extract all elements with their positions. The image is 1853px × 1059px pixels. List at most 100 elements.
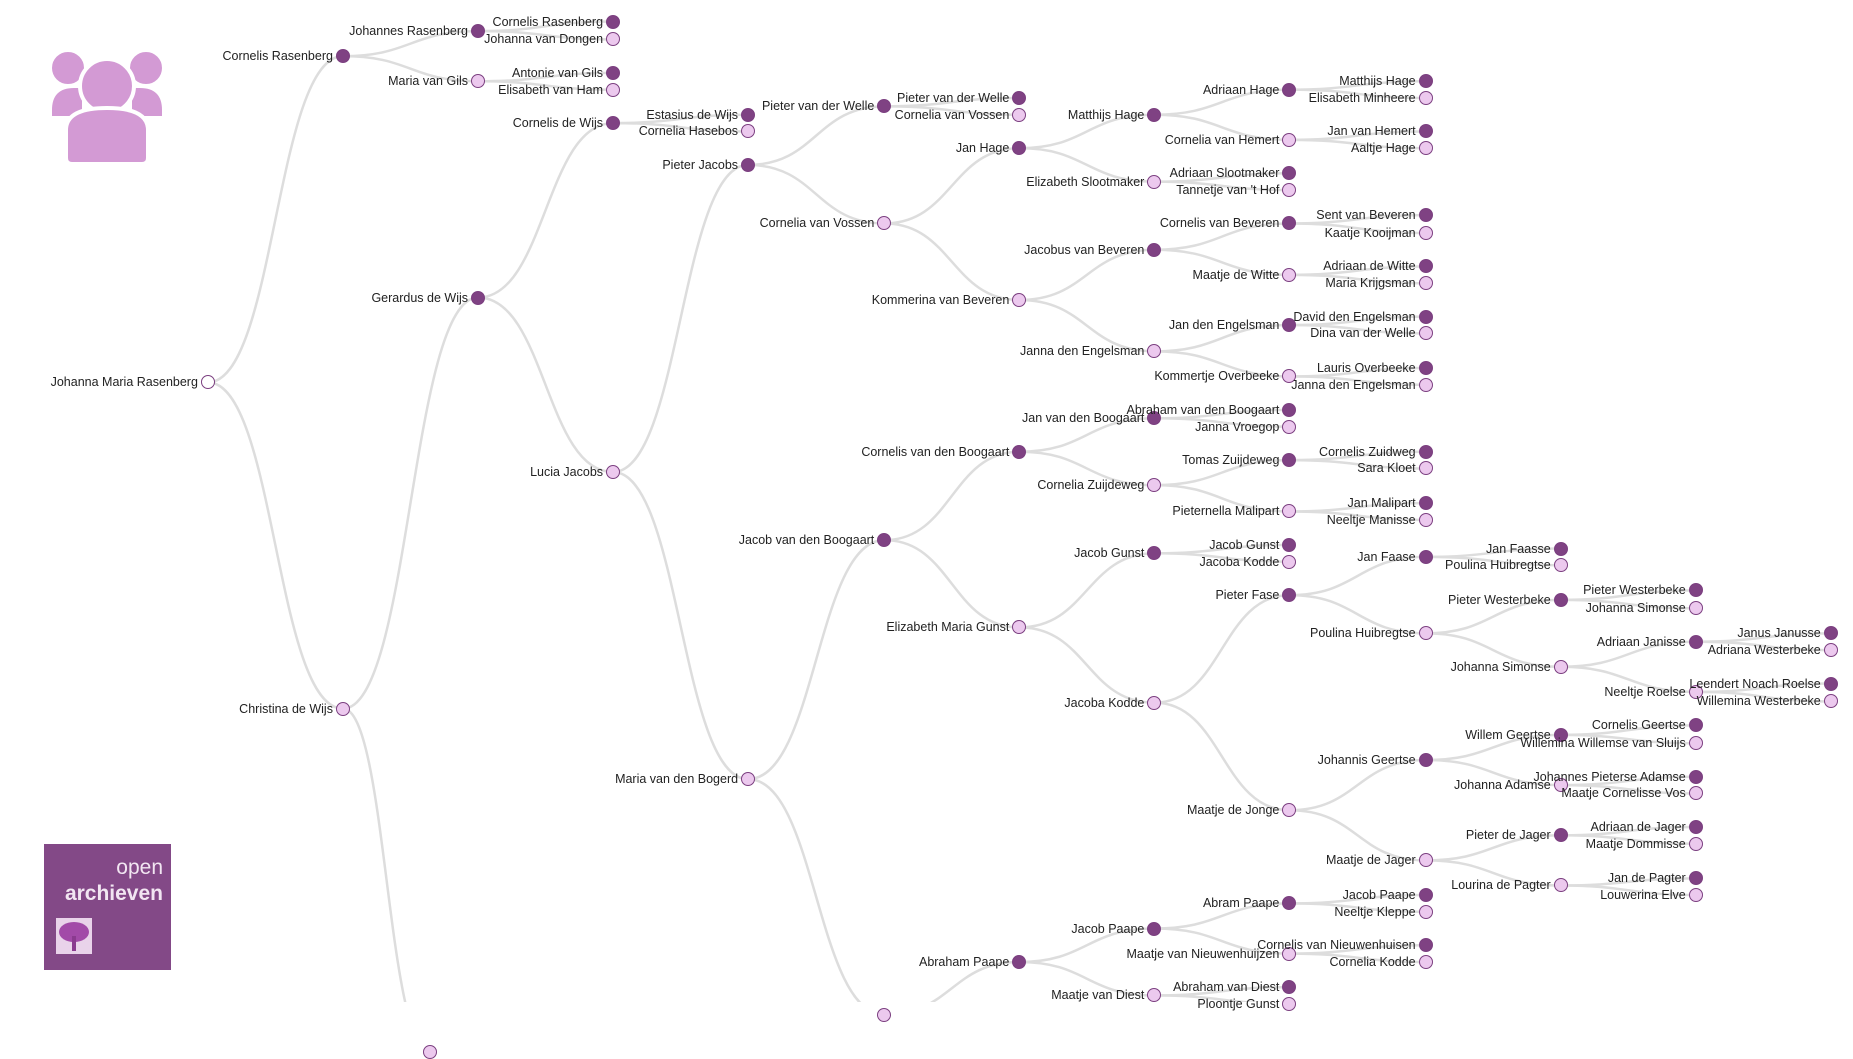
person-name-label[interactable]: Johanna Maria Rasenberg bbox=[50, 375, 198, 390]
person-name-label[interactable]: Jacob Gunst bbox=[1074, 546, 1145, 561]
male-person-node[interactable] bbox=[1418, 496, 1433, 511]
male-person-node[interactable] bbox=[741, 107, 756, 122]
male-person-node[interactable] bbox=[1553, 727, 1568, 742]
female-person-node[interactable] bbox=[1688, 736, 1703, 751]
female-person-node[interactable] bbox=[1688, 888, 1703, 903]
female-person-node[interactable] bbox=[1012, 107, 1027, 122]
person-name-label[interactable]: Adriaan Hage bbox=[1202, 82, 1280, 97]
female-person-node[interactable] bbox=[1688, 684, 1703, 699]
person-name-label[interactable]: Adriaan Janisse bbox=[1596, 634, 1686, 649]
person-name-label[interactable]: Abraham van Diest bbox=[1173, 980, 1280, 995]
male-person-node[interactable] bbox=[1553, 828, 1568, 843]
person-name-label[interactable]: Lauris Overbeeke bbox=[1316, 361, 1416, 376]
female-person-node[interactable] bbox=[1553, 659, 1568, 674]
male-person-node[interactable] bbox=[1282, 896, 1297, 911]
male-person-node[interactable] bbox=[1282, 82, 1297, 97]
female-person-node[interactable] bbox=[1553, 878, 1568, 893]
person-name-label[interactable]: Pieternella Malipart bbox=[1172, 504, 1280, 519]
person-name-label[interactable]: Lucia Jacobs bbox=[530, 465, 604, 480]
person-name-label[interactable]: Abram Paape bbox=[1202, 896, 1280, 911]
female-person-node[interactable] bbox=[606, 465, 621, 480]
person-name-label[interactable]: Adriaan de Witte bbox=[1323, 259, 1416, 274]
person-name-label[interactable]: Estasius de Wijs bbox=[646, 107, 739, 122]
person-name-label[interactable]: Elisabeth van Ham bbox=[498, 82, 604, 97]
person-name-label[interactable]: Janus Janusse bbox=[1737, 626, 1821, 641]
person-name-label[interactable]: Pieter Jacobs bbox=[662, 157, 739, 172]
female-person-node[interactable] bbox=[877, 1007, 892, 1022]
male-person-node[interactable] bbox=[1147, 411, 1162, 426]
female-person-node[interactable] bbox=[1418, 461, 1433, 476]
male-person-node[interactable] bbox=[1418, 753, 1433, 768]
male-person-node[interactable] bbox=[1823, 676, 1838, 691]
female-person-node[interactable] bbox=[741, 124, 756, 139]
female-person-node[interactable] bbox=[423, 1044, 438, 1059]
person-name-label[interactable]: Pieter Westerbeke bbox=[1583, 583, 1686, 598]
person-name-label[interactable]: Cornelia Hasebos bbox=[638, 124, 739, 139]
male-person-node[interactable] bbox=[1282, 453, 1297, 468]
person-name-label[interactable]: Christina de Wijs bbox=[239, 701, 333, 716]
male-person-node[interactable] bbox=[606, 65, 621, 80]
female-person-node[interactable] bbox=[1823, 694, 1838, 709]
female-person-node[interactable] bbox=[1823, 643, 1838, 658]
female-person-node[interactable] bbox=[1282, 504, 1297, 519]
person-name-label[interactable]: Maria Krijgsman bbox=[1325, 276, 1416, 291]
female-person-node[interactable] bbox=[1012, 292, 1027, 307]
person-name-label[interactable]: Maatje van Diest bbox=[1051, 988, 1145, 1003]
female-person-node[interactable] bbox=[1012, 620, 1027, 635]
female-person-node[interactable] bbox=[1282, 946, 1297, 961]
male-person-node[interactable] bbox=[1418, 208, 1433, 223]
person-name-label[interactable]: Cornelis Rasenberg bbox=[492, 14, 604, 29]
person-name-label[interactable]: Matthijs Hage bbox=[1067, 107, 1145, 122]
male-person-node[interactable] bbox=[1147, 242, 1162, 257]
female-person-node[interactable] bbox=[1147, 174, 1162, 189]
person-name-label[interactable]: Johanna Adamse bbox=[1454, 778, 1551, 793]
person-name-label[interactable]: Pieter Fase bbox=[1215, 588, 1280, 603]
female-person-node[interactable] bbox=[1418, 377, 1433, 392]
female-person-node[interactable] bbox=[1282, 183, 1297, 197]
female-person-node[interactable] bbox=[1418, 512, 1433, 527]
person-name-label[interactable]: Janna den Engelsman bbox=[1019, 344, 1145, 359]
person-name-label[interactable]: Pieter de Jager bbox=[1465, 828, 1551, 843]
male-person-node[interactable] bbox=[1282, 537, 1297, 552]
male-person-node[interactable] bbox=[1147, 107, 1162, 122]
female-person-node[interactable] bbox=[1418, 326, 1433, 341]
person-name-label[interactable]: Maatje Dommisse bbox=[1585, 836, 1686, 851]
person-name-label[interactable]: Jan Faasse bbox=[1486, 541, 1551, 556]
male-person-node[interactable] bbox=[877, 533, 892, 548]
male-person-node[interactable] bbox=[1418, 938, 1433, 953]
person-name-label[interactable]: Maatje van Nieuwenhuijzen bbox=[1126, 946, 1280, 961]
male-person-node[interactable] bbox=[606, 14, 621, 29]
root-person-node[interactable] bbox=[200, 375, 215, 390]
person-name-label[interactable]: Maria van Gils bbox=[388, 74, 468, 89]
male-person-node[interactable] bbox=[1688, 769, 1703, 784]
person-name-label[interactable]: Cornelia van Vossen bbox=[759, 216, 875, 231]
male-person-node[interactable] bbox=[1147, 546, 1162, 561]
female-person-node[interactable] bbox=[606, 82, 621, 97]
female-person-node[interactable] bbox=[1282, 419, 1297, 434]
person-name-label[interactable]: Cornelia Zuijdeweg bbox=[1037, 478, 1145, 493]
person-name-label[interactable]: Tomas Zuijdeweg bbox=[1182, 453, 1280, 468]
person-name-label[interactable]: Jacob van den Boogaart bbox=[738, 533, 875, 548]
female-person-node[interactable] bbox=[1282, 369, 1297, 384]
person-name-label[interactable]: Cornelia van Hemert bbox=[1164, 132, 1280, 147]
person-name-label[interactable]: Jacobus van Beveren bbox=[1024, 242, 1145, 257]
person-name-label[interactable]: Sara Kloet bbox=[1357, 461, 1416, 476]
person-name-label[interactable]: Jan van den Boogaart bbox=[1022, 411, 1145, 426]
male-person-node[interactable] bbox=[1282, 588, 1297, 603]
person-name-label[interactable]: Jacoba Kodde bbox=[1064, 695, 1145, 710]
person-name-label[interactable]: Maatje de Jonge bbox=[1186, 803, 1280, 818]
female-person-node[interactable] bbox=[877, 216, 892, 231]
male-person-node[interactable] bbox=[1418, 309, 1433, 324]
male-person-node[interactable] bbox=[877, 99, 892, 114]
female-person-node[interactable] bbox=[1418, 904, 1433, 919]
female-person-node[interactable] bbox=[1282, 132, 1297, 147]
person-name-label[interactable]: Matthijs Hage bbox=[1339, 74, 1416, 89]
person-name-label[interactable]: Johannes Rasenberg bbox=[349, 24, 468, 39]
person-name-label[interactable]: Abraham van den Boogaart bbox=[1126, 402, 1280, 417]
person-name-label[interactable]: Aaltje Hage bbox=[1351, 141, 1416, 156]
person-name-label[interactable]: Johanna Simonse bbox=[1585, 601, 1686, 616]
person-name-label[interactable]: Jacob Paape bbox=[1342, 888, 1416, 903]
female-person-node[interactable] bbox=[606, 32, 621, 47]
person-name-label[interactable]: Pieter Westerbeke bbox=[1448, 592, 1551, 607]
female-person-node[interactable] bbox=[1147, 344, 1162, 359]
